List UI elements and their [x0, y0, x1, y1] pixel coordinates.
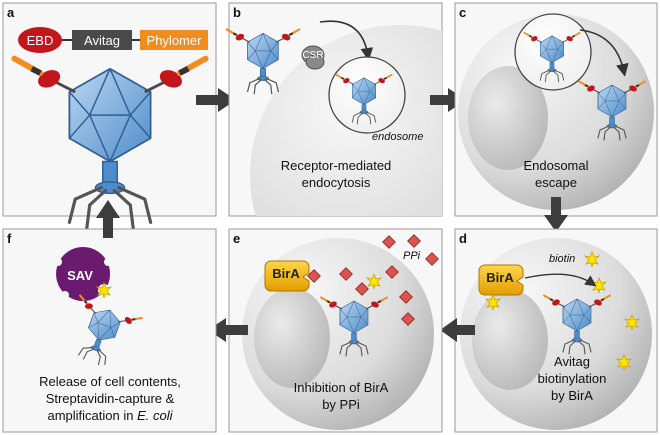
ebd-label: EBD — [27, 33, 54, 48]
panel-d-caption-line1: Avitag — [554, 354, 590, 369]
phylomer-box — [140, 30, 208, 50]
panel-f-caption-line2: Streptavidin-capture & — [46, 391, 175, 406]
panel-c-caption-line2: escape — [535, 175, 577, 190]
sav-label: SAV — [67, 268, 93, 283]
panel-b-caption-line2: endocytosis — [302, 175, 371, 190]
panel-d-caption-line3: by BirA — [551, 388, 593, 403]
panel-b: b CSR endosome Receptor-mediated endocyt… — [225, 2, 443, 217]
endosome-label: endosome — [372, 131, 423, 143]
birA-enzyme: BirA — [478, 264, 524, 296]
phylomer-label: Phylomer — [147, 33, 203, 48]
panel-e-caption-line1: Inhibition of BirA — [294, 380, 389, 395]
arrow-f-to-a — [96, 200, 120, 238]
avitag-box — [72, 30, 132, 50]
biotinylation-arrow — [524, 273, 597, 287]
birA-label-d: BirA — [486, 270, 514, 285]
birA-enzyme: BirA — [264, 260, 310, 292]
panel-e: e BirA PPi Inhibition of BirA by PPi — [228, 228, 443, 433]
panel-b-caption-line1: Receptor-mediated — [281, 158, 392, 173]
panel-letter-f: f — [7, 231, 12, 246]
panel-letter-e: e — [233, 231, 240, 246]
internalization-arrow — [319, 20, 374, 61]
arrow-a-to-b — [196, 88, 236, 112]
construct-bar: EBD Avitag Phylomer — [18, 27, 208, 53]
panel-c-caption-line1: Endosomal — [523, 158, 588, 173]
arrow-c-to-d — [544, 197, 568, 232]
ebd-domain — [18, 27, 62, 53]
nucleus — [472, 290, 548, 390]
biotin-label: biotin — [549, 253, 575, 265]
avitag-label: Avitag — [84, 33, 120, 48]
panel-f: f SAV Release of cell contents, Streptav… — [2, 228, 217, 433]
nucleus — [254, 288, 330, 388]
panel-letter-d: d — [459, 231, 467, 246]
panel-letter-a: a — [7, 5, 15, 20]
panel-f-caption-line3: amplification in E. coli — [47, 408, 173, 423]
escape-arrow — [579, 29, 629, 77]
panel-letter-b: b — [233, 5, 241, 20]
panel-f-caption-line1: Release of cell contents, — [39, 374, 181, 389]
arrow-d-to-e — [440, 318, 475, 342]
nucleus — [468, 66, 548, 170]
ppi-label: PPi — [403, 250, 421, 262]
birA-label-e: BirA — [272, 266, 300, 281]
panel-d: d BirA biotin Avitag biotinylation by Bi… — [454, 228, 658, 433]
panel-e-caption-line2: by PPi — [322, 397, 360, 412]
arrow-e-to-f — [208, 318, 248, 342]
panel-a: a EBD Avitag Phylomer — [2, 2, 217, 230]
panel-d-caption-line2: biotinylation — [538, 371, 607, 386]
panel-letter-c: c — [459, 5, 466, 20]
panel-c: c Endosomal escape — [454, 2, 658, 217]
streptavidin: SAV — [54, 247, 112, 301]
csr-label: CSR — [302, 50, 323, 61]
